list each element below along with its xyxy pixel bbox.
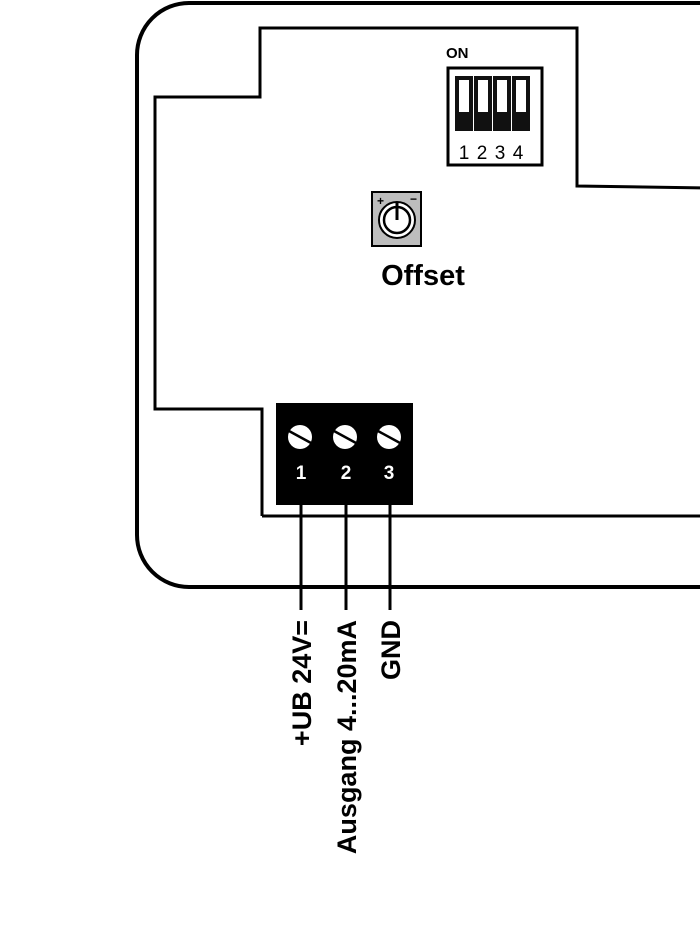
dip-switch-2[interactable] — [474, 76, 492, 131]
terminal-block — [276, 403, 413, 505]
dip-switch-4[interactable] — [512, 76, 530, 131]
dip-label-3: 3 — [495, 143, 506, 164]
housing-outline — [135, 1, 700, 589]
pcb-outline — [153, 26, 700, 516]
terminal-screw-3[interactable] — [377, 425, 401, 449]
terminal-screw-1[interactable] — [288, 425, 312, 449]
dip-switch-1[interactable] — [455, 76, 473, 131]
dip-label-1: 1 — [459, 143, 470, 164]
pot-plus-label: + — [377, 194, 384, 208]
terminal-label-3: 3 — [384, 463, 395, 484]
terminal-screw-2[interactable] — [333, 425, 357, 449]
dip-switch-3[interactable] — [493, 76, 511, 131]
offset-label: Offset — [381, 260, 465, 292]
dip-switches — [455, 76, 530, 131]
dip-label-2: 2 — [477, 143, 488, 164]
offset-potentiometer[interactable] — [371, 191, 422, 247]
terminal-label-2: 2 — [341, 463, 352, 484]
dip-label-4: 4 — [513, 143, 524, 164]
dip-on-label: ON — [446, 45, 469, 62]
wire-label-gnd: GND — [376, 620, 406, 680]
pot-minus-label: − — [410, 192, 417, 206]
terminal-label-1: 1 — [296, 463, 307, 484]
wire-label-output: Ausgang 4...20mA — [332, 620, 362, 854]
wire-label-supply: +UB 24V= — [287, 620, 317, 746]
